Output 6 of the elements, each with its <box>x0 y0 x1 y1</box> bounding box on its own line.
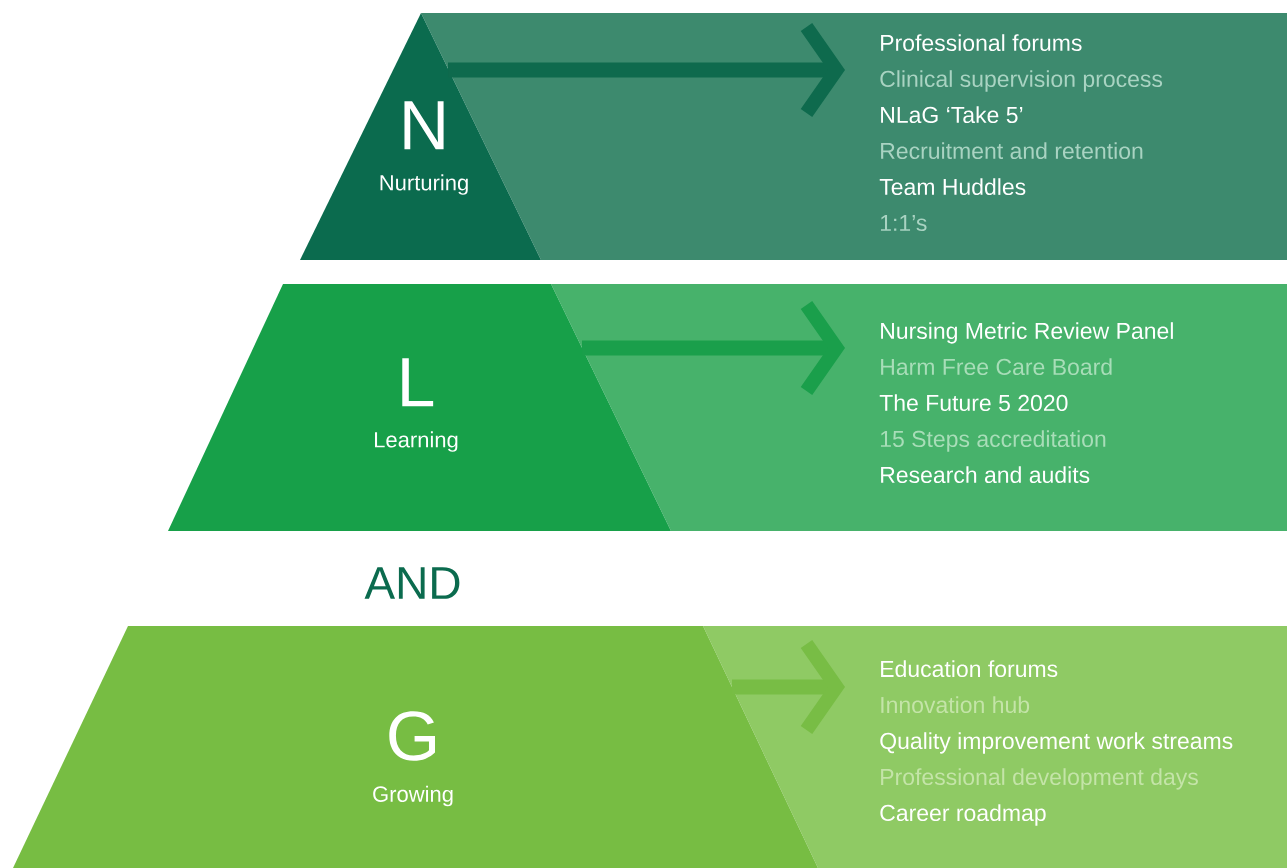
pyramid-tier: L Learning <box>168 284 671 531</box>
arrow <box>448 23 845 118</box>
pyramid-tier: G Growing <box>13 626 818 868</box>
pyramid-tier: N Nurturing <box>300 13 541 260</box>
connector-word: AND <box>364 567 460 599</box>
arrow <box>582 301 845 396</box>
